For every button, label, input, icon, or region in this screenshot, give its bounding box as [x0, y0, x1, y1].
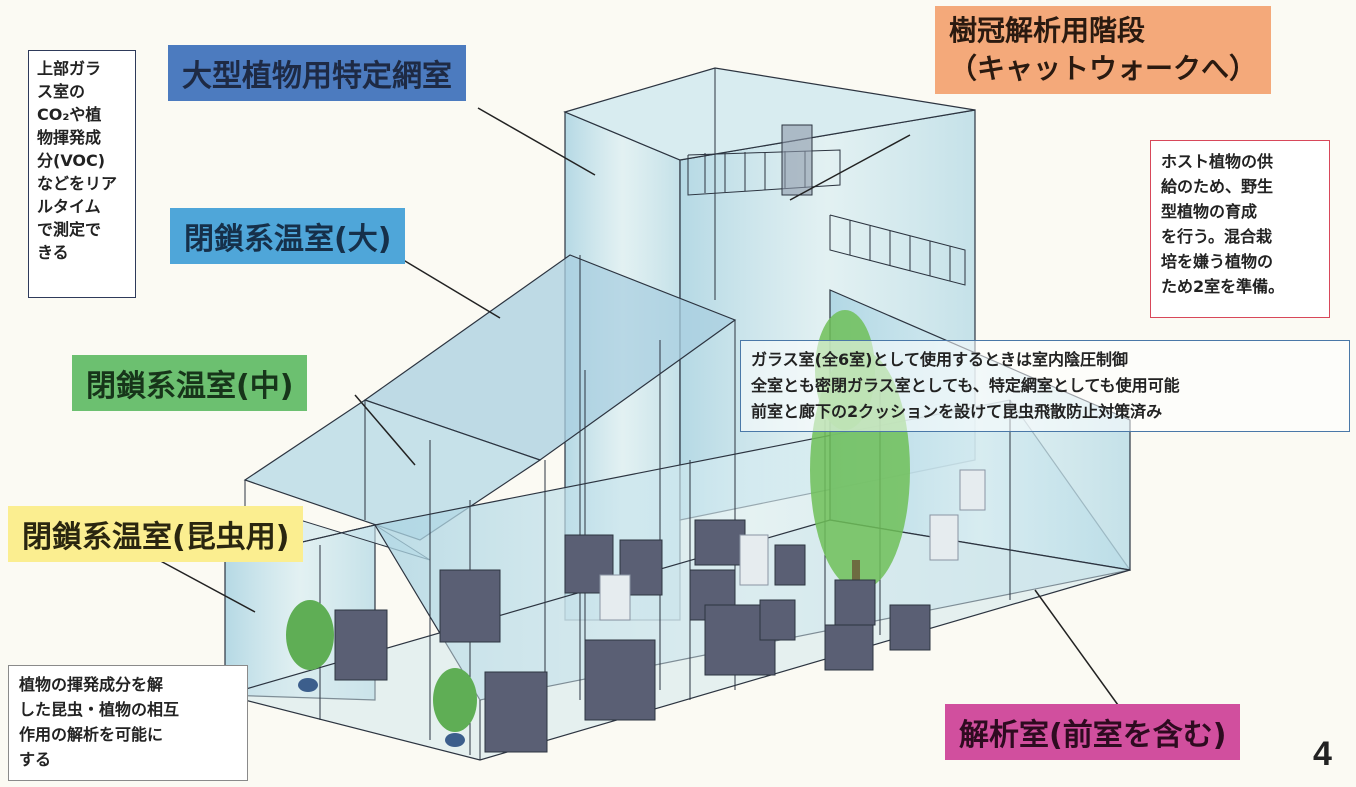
equipment-boxes [334, 519, 931, 753]
note-bottom-left: 植物の揮発成分を解 した昆虫・植物の相互 作用の解析を可能に する [8, 665, 248, 781]
canopy-stairs-line2: （キャットウォークへ） [949, 52, 1258, 85]
potted-plant-2 [433, 668, 477, 747]
label-closed-medium: 閉鎖系温室(中) [72, 355, 308, 411]
label-canopy-stairs: 樹冠解析用階段 （キャットウォークへ） [935, 6, 1272, 94]
potted-plant-1 [286, 600, 334, 692]
label-large-plant-net-room: 大型植物用特定網室 [168, 45, 466, 101]
tower-top-face [563, 67, 976, 161]
white-panels [599, 469, 986, 621]
note-top-right: ホスト植物の供 給のため、野生 型植物の育成 を行う。混合栽 培を嫌う植物の た… [1150, 140, 1330, 318]
note-center: ガラス室(全6室)として使用するときは室内陰圧制御 全室とも密閉ガラス室としても… [740, 340, 1350, 432]
label-closed-large: 閉鎖系温室(大) [170, 208, 406, 264]
leader-lines [154, 107, 1119, 706]
note-top-left: 上部ガラ ス室の CO₂や植 物揮発成 分(VOC) などをリア ルタイム で測… [28, 50, 136, 298]
label-closed-insect: 閉鎖系温室(昆虫用) [8, 506, 304, 562]
medium-house-roof [243, 399, 542, 541]
canopy-stairs-line1: 樹冠解析用階段 [949, 14, 1146, 47]
label-analysis-room: 解析室(前室を含む) [945, 704, 1241, 760]
page-number: 4 [1313, 735, 1332, 773]
catwalk-railing [687, 124, 966, 286]
